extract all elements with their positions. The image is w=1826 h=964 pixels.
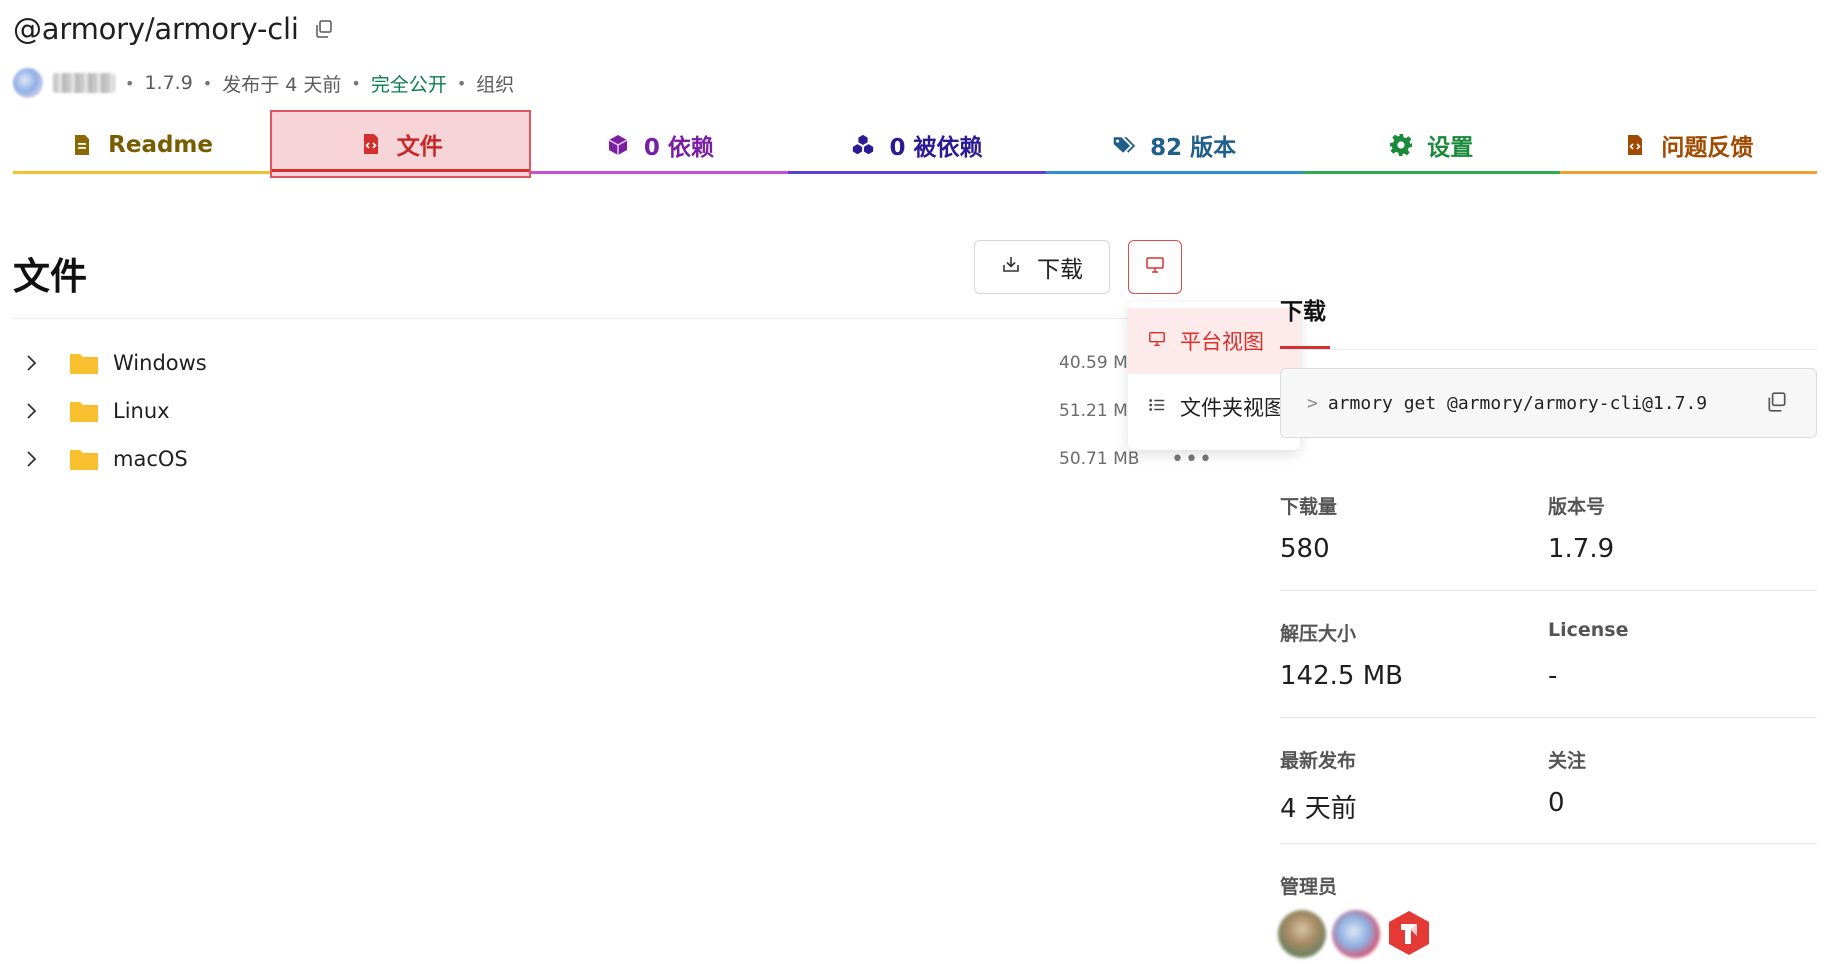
admin-avatar[interactable] [1332,910,1380,958]
install-command: > armory get @armory/armory-cli@1.7.9 [1280,368,1817,438]
file-code-icon [1623,133,1647,157]
stat-label-latest-release: 最新发布 [1280,750,1357,772]
file-size: 40.59 MB [1059,353,1140,373]
stat-label-version: 版本号 [1548,496,1606,518]
owner-avatar[interactable] [13,68,43,98]
gear-icon [1389,133,1413,157]
panel-tab-indicator [1280,346,1330,349]
meta-published: 发布于 4 天前 [222,73,342,96]
tab-dependencies[interactable]: 0 依赖 [531,110,789,180]
copy-icon[interactable] [1766,391,1790,415]
menu-item-label: 文件夹视图 [1180,396,1285,420]
package-title-row: @armory/armory-cli [13,12,335,46]
tab-settings[interactable]: 设置 [1302,110,1560,180]
stat-divider [1280,717,1817,718]
tab-readme[interactable]: Readme [13,110,271,180]
tab-label: Readme [108,132,213,158]
cubes-icon [851,133,875,157]
folder-icon [69,399,99,423]
package-meta: • 1.7.9 • 发布于 4 天前 • 完全公开 • 组织 [13,68,514,98]
admin-avatar[interactable] [1278,910,1326,958]
tags-icon [1112,133,1136,157]
separator-dot: • [125,73,135,93]
tab-label: 设置 [1427,135,1474,161]
download-label: 下载 [1037,257,1083,283]
chevron-right-icon[interactable] [19,399,43,423]
file-size: 51.21 MB [1059,401,1140,421]
stat-label-unpacked-size: 解压大小 [1280,623,1357,645]
tab-label: 0 依赖 [643,135,714,161]
file-row[interactable]: Windows 40.59 MB [13,341,1193,385]
package-tabs: Readme 文件 0 依赖 0 被依赖 82 版本 设置 问题反馈 [13,110,1818,180]
folder-icon [69,447,99,471]
tab-label: 82 版本 [1150,135,1237,161]
file-name[interactable]: macOS [113,447,188,471]
meta-version: 1.7.9 [144,72,193,94]
stat-label-license: License [1548,619,1629,641]
download-button[interactable]: 下载 [974,240,1110,294]
tab-label: 文件 [396,134,443,160]
menu-item-platform-view[interactable]: 平台视图 [1128,308,1300,374]
tab-files[interactable]: 文件 [270,110,532,178]
package-title: @armory/armory-cli [13,12,299,46]
stat-value-license: - [1548,661,1558,691]
chevron-right-icon[interactable] [19,447,43,471]
file-size: 50.71 MB [1059,449,1140,469]
menu-item-label: 平台视图 [1180,330,1264,354]
chevron-right-icon[interactable] [19,351,43,375]
prompt-icon: > [1307,392,1318,414]
tab-versions[interactable]: 82 版本 [1045,110,1303,180]
file-row[interactable]: macOS 50.71 MB ••• [13,437,1212,481]
folder-icon [69,351,99,375]
admin-avatar-logo[interactable] [1384,908,1434,958]
stat-divider [1280,590,1817,591]
meta-owner-type: 组织 [476,73,515,96]
tab-label: 问题反馈 [1661,135,1754,161]
stat-value-watchers: 0 [1548,788,1565,818]
install-command-text: armory get @armory/armory-cli@1.7.9 [1327,392,1708,414]
file-row[interactable]: Linux 51.21 MB [13,389,1193,433]
stat-divider [1280,843,1817,844]
file-code-icon [359,132,383,156]
files-divider [13,318,1243,319]
panel-tab-download[interactable]: 下载 [1280,299,1326,325]
file-name[interactable]: Windows [113,351,207,375]
download-icon [1001,254,1021,280]
stat-value-latest-release: 4 天前 [1280,794,1357,824]
separator-dot: • [202,73,213,93]
cube-icon [606,133,630,157]
view-mode-button[interactable] [1128,240,1182,294]
separator-dot: • [456,73,467,93]
panel-tab-divider [1280,349,1817,350]
view-mode-menu: 平台视图 文件夹视图 [1128,302,1300,450]
file-name[interactable]: Linux [113,399,170,423]
monitor-icon [1148,329,1166,353]
stat-value-version: 1.7.9 [1548,534,1615,564]
tab-label: 0 被依赖 [889,135,983,161]
tab-dependents[interactable]: 0 被依赖 [788,110,1046,180]
copy-icon[interactable] [313,18,335,40]
list-icon [1148,395,1166,419]
meta-visibility: 完全公开 [370,73,447,96]
monitor-icon [1145,255,1165,279]
stat-label-downloads: 下载量 [1280,496,1338,518]
admins-label: 管理员 [1280,876,1338,898]
files-title: 文件 [13,255,87,298]
menu-item-folder-view[interactable]: 文件夹视图 [1128,374,1300,440]
stat-value-downloads: 580 [1280,534,1330,564]
tab-feedback[interactable]: 问题反馈 [1559,110,1818,180]
stat-label-watchers: 关注 [1548,750,1587,772]
separator-dot: • [351,73,361,93]
more-icon[interactable]: ••• [1171,446,1213,472]
stat-value-unpacked-size: 142.5 MB [1280,661,1403,691]
owner-name-blurred[interactable] [53,73,115,93]
file-text-icon [70,133,94,157]
